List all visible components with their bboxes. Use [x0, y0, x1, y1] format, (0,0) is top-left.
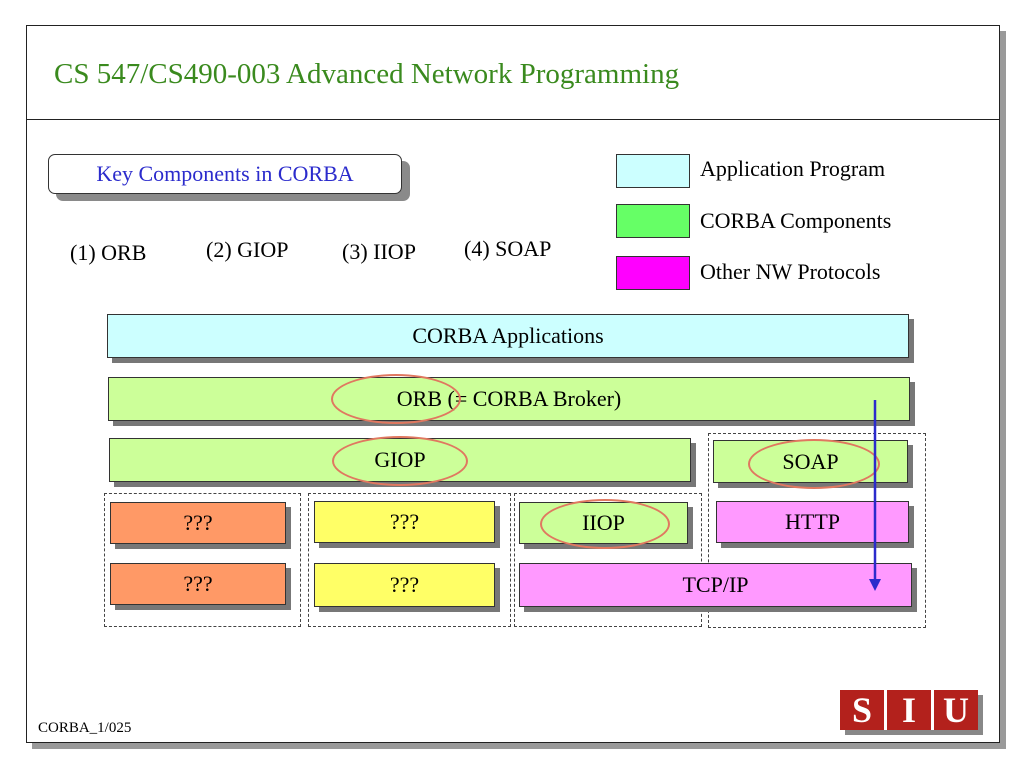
stack-group-3 — [514, 493, 702, 627]
layer-unknown-2-top-label: ??? — [389, 509, 420, 534]
legend-other-nw-protocols: Other NW Protocols — [700, 259, 881, 284]
logo-letter-s: S — [840, 690, 887, 730]
key-components-label: Key Components in CORBA — [96, 161, 354, 186]
layer-unknown-1-top-label: ??? — [183, 510, 213, 535]
layer-unknown-1-bottom: ??? — [110, 563, 286, 605]
component-iiop: (3) IIOP — [342, 239, 416, 264]
layer-orb: ORB (= CORBA Broker) — [108, 377, 910, 421]
component-giop: (2) GIOP — [206, 237, 289, 262]
logo-letter-i: I — [887, 690, 934, 730]
legend-application-program: Application Program — [700, 156, 886, 181]
layer-unknown-1-bottom-label: ??? — [183, 571, 213, 596]
legend-swatch-application — [616, 154, 690, 188]
layer-unknown-2-bottom: ??? — [314, 563, 495, 607]
down-arrow-icon — [869, 400, 881, 591]
siu-logo: S I U — [840, 690, 978, 730]
layer-giop: GIOP — [109, 438, 691, 482]
layer-giop-label: GIOP — [374, 447, 426, 472]
stack-group-2 — [308, 493, 511, 627]
stack-group-soap — [708, 433, 926, 628]
layer-iiop: IIOP — [519, 502, 688, 544]
legend-swatch-protocols — [616, 256, 690, 290]
stack-group-1 — [104, 493, 301, 627]
page-title: CS 547/CS490-003 Advanced Network Progra… — [54, 58, 680, 90]
logo-letter-u: U — [934, 690, 978, 730]
title-divider — [26, 119, 1000, 120]
layer-unknown-1-top: ??? — [110, 502, 286, 544]
layer-http: HTTP — [716, 501, 909, 543]
legend-corba-components: CORBA Components — [700, 208, 892, 233]
component-orb: (1) ORB — [70, 240, 147, 265]
layer-iiop-label: IIOP — [582, 510, 625, 535]
layer-tcpip: TCP/IP — [519, 563, 912, 607]
component-soap: (4) SOAP — [464, 236, 552, 261]
layer-corba-applications: CORBA Applications — [107, 314, 909, 358]
layer-orb-label: ORB (= CORBA Broker) — [396, 386, 622, 411]
slide-footer: CORBA_1/025 — [38, 720, 132, 736]
key-components-box: Key Components in CORBA — [48, 154, 402, 194]
layer-unknown-2-top: ??? — [314, 501, 495, 543]
layer-corba-applications-label: CORBA Applications — [412, 323, 604, 348]
layer-tcpip-label: TCP/IP — [682, 572, 749, 597]
layer-http-label: HTTP — [785, 509, 840, 534]
legend-swatch-corba — [616, 204, 690, 238]
layer-unknown-2-bottom-label: ??? — [389, 572, 420, 597]
layer-soap-label: SOAP — [782, 448, 839, 474]
